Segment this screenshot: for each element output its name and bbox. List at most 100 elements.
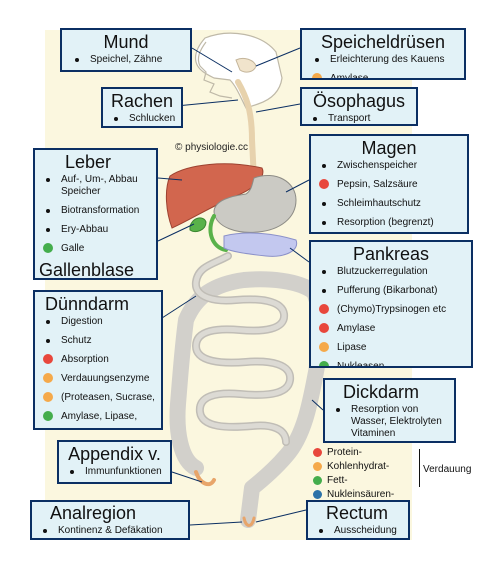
connector-lines (157, 47, 324, 526)
oesophagus-item: Transport (306, 113, 416, 124)
legend-color-marker (319, 342, 329, 352)
magen-item-text: Schleimhautschutz (337, 198, 421, 209)
pankreas-item: Nukleasen (315, 361, 467, 368)
pankreas-item-text: Nukleasen (337, 361, 385, 368)
magen-item-text: Resorption (begrenzt) (337, 217, 434, 228)
duenndarm-item-text: (Proteasen, Sucrase, (61, 392, 155, 403)
speicheldruesen-item-text: Amylase (330, 73, 369, 80)
bullet-dot (43, 335, 53, 347)
magen-item: Schleimhautschutz (315, 198, 463, 210)
pankreas-item: Amylase (315, 323, 467, 335)
magen-item-text: Zwischenspeicher (337, 160, 418, 171)
legend-label: Kohlenhydrat- (327, 461, 390, 472)
pankreas-item-text: (Chymo)Trypsinogen etc (337, 304, 447, 315)
oesophagus-item-text: Transport (328, 113, 371, 124)
analregion-item-text: Kontinenz & Defäkation (58, 525, 163, 536)
dickdarm-item: Resorption von Wasser, Elektrolyten Vita… (329, 404, 450, 440)
speicheldruesen-item: Erleichterung des Kauens (308, 54, 464, 66)
legend-color-marker (43, 392, 53, 402)
magen-item: Zwischenspeicher (315, 160, 463, 172)
appendix-box: Appendix v. Immunfunktionen (57, 440, 172, 484)
legend-label: Protein- (327, 447, 363, 458)
leber-item: Biotransformation (39, 205, 152, 217)
rachen-items: Schlucken (107, 113, 181, 125)
duenndarm-item-text: Verdauungsenzyme (61, 373, 150, 384)
mund-item-text: Speichel, Zähne (90, 54, 163, 65)
leber-item-text: Galle (61, 243, 85, 254)
head-outline (194, 32, 283, 109)
gallenblase-title: Gallenblase (39, 260, 135, 280)
rectum-title: Rectum (326, 503, 389, 523)
legend-color-marker (43, 243, 53, 253)
legend-dot (313, 476, 322, 485)
bullet-dot (67, 466, 77, 478)
legend-label: Fett- (327, 475, 348, 486)
legend-color-marker (319, 361, 329, 366)
legend-color-marker (312, 73, 322, 78)
speicheldruesen-item: Amylase (308, 73, 464, 80)
duenndarm-item: Absorption (39, 354, 157, 366)
leber-title: Leber (65, 152, 112, 172)
bullet-dot (316, 525, 326, 537)
duenndarm-title: Dünndarm (45, 294, 130, 314)
bullet-dot (319, 266, 329, 278)
analregion-item: Kontinenz & Defäkation (36, 525, 184, 537)
salivary-gland (235, 57, 257, 73)
enzyme-legend: Protein- Kohlenhydrat- Fett- Nukleinsäur… (310, 445, 495, 505)
bullet-dot (319, 160, 329, 172)
legend-dot (313, 462, 322, 471)
duenndarm-item: (Proteasen, Sucrase, (39, 392, 157, 404)
mund-item: Speichel, Zähne (68, 54, 190, 66)
leber-item-text: Auf-, Um-, Abbau Speicher (61, 174, 138, 197)
legend-group-label: Verdauung (423, 464, 472, 475)
magen-item: Pepsin, Salzsäure (315, 179, 463, 191)
rectum-item: Ausscheidung (312, 525, 404, 537)
pankreas-item-text: Lipase (337, 342, 367, 353)
esophagus (235, 79, 257, 183)
dickdarm-box: Dickdarm Resorption von Wasser, Elektrol… (323, 378, 456, 443)
legend-color-marker (319, 304, 329, 314)
duenndarm-item: Digestion (39, 316, 157, 328)
legend-label: Nukleinsäuren- (327, 489, 395, 500)
duenndarm-item-text: Amylase, Lipase, (61, 411, 138, 422)
mund-items: Speichel, Zähne (68, 54, 190, 66)
pankreas-item-text: Blutzuckerregulation (337, 266, 428, 277)
appendix-items: Immunfunktionen (63, 466, 166, 478)
bullet-dot (43, 224, 53, 236)
pankreas-item: Blutzuckerregulation (315, 266, 467, 278)
pankreas-title: Pankreas (352, 244, 430, 264)
dickdarm-items: Resorption von Wasser, Elektrolyten Vita… (329, 404, 450, 441)
duenndarm-item-text: Absorption (61, 354, 109, 365)
bullet-dot (43, 205, 53, 217)
duenndarm-item-text: Digestion (61, 316, 103, 327)
bullet-dot (319, 217, 329, 229)
legend-brace (413, 449, 420, 487)
rachen-item-text: Schlucken (129, 113, 176, 124)
legend-color-marker (319, 323, 329, 333)
bullet-dot (310, 113, 320, 124)
rachen-title: Rachen (110, 91, 174, 111)
duenndarm-item: Schutz (39, 335, 157, 347)
face-outline (197, 41, 233, 99)
bullet-dot (43, 174, 53, 186)
legend-color-marker (43, 354, 53, 364)
copyright-label: © physiologie.cc (175, 142, 248, 153)
leber-item-text: Biotransformation (61, 205, 140, 216)
oesophagus-title: Ösophagus (312, 91, 406, 111)
pankreas-item: Pufferung (Bikarbonat) (315, 285, 467, 297)
duenndarm-item: Amylase, Lipase, (39, 411, 157, 423)
speicheldruesen-item-text: Erleichterung des Kauens (330, 54, 445, 65)
analregion-title: Analregion (50, 503, 137, 523)
rectum-item-text: Ausscheidung (334, 525, 397, 536)
analregion-items: Kontinenz & Defäkation (36, 525, 184, 537)
pancreas (223, 232, 298, 257)
